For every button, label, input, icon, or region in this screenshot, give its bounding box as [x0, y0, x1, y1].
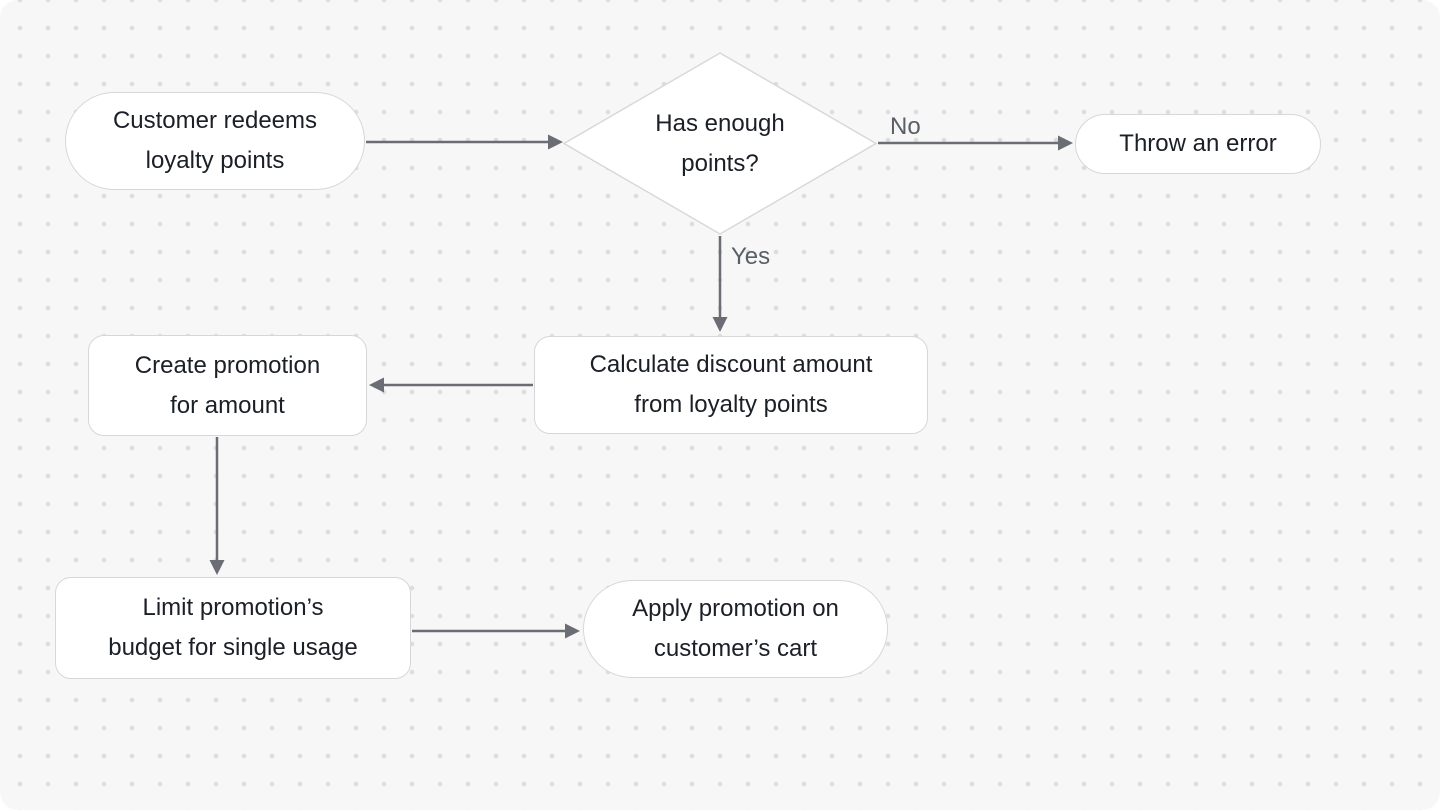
node-apply-promotion[interactable]: Apply promotion on customer’s cart [583, 580, 888, 678]
node-throw-error[interactable]: Throw an error [1075, 114, 1321, 174]
node-calculate-discount[interactable]: Calculate discount amount from loyalty p… [534, 336, 928, 434]
edge-label-yes: Yes [731, 243, 771, 270]
decision-label: Has enough points? [655, 109, 785, 177]
edge-label-no: No [890, 113, 921, 140]
node-create-promotion[interactable]: Create promotion for amount [88, 335, 367, 436]
diamond-shape [562, 52, 878, 235]
node-has-enough-points[interactable]: Has enough points? [562, 52, 878, 235]
node-limit-budget[interactable]: Limit promotion’s budget for single usag… [55, 577, 411, 679]
node-customer-redeems[interactable]: Customer redeems loyalty points [65, 92, 365, 190]
